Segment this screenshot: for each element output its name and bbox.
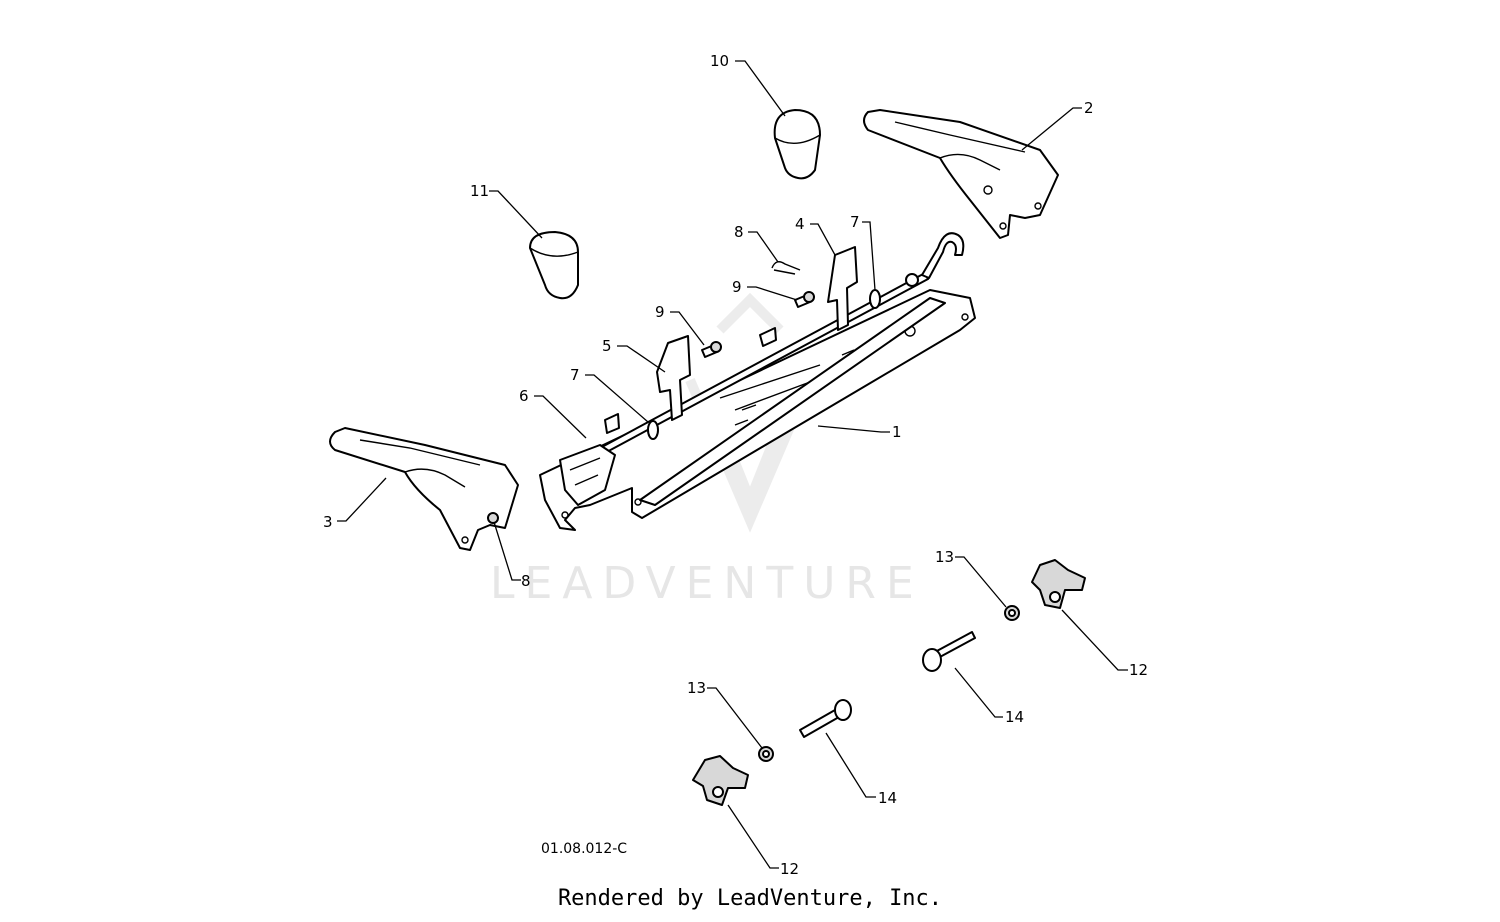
callout-8-lower: 8	[521, 572, 531, 590]
star-knob-upper	[1031, 559, 1086, 609]
handle-right	[863, 109, 1059, 239]
callout-12-upper: 12	[1129, 661, 1148, 679]
main-bracket	[539, 289, 976, 531]
lower-bracket	[656, 335, 691, 421]
watermark-text: LEADVENTURE	[490, 558, 924, 609]
callout-13-upper: 13	[935, 548, 954, 566]
star-knob-lower	[692, 755, 749, 806]
callout-5: 5	[602, 337, 612, 355]
diagram-code: 01.08.012-C	[541, 841, 628, 857]
callout-9-lower: 9	[655, 303, 665, 321]
upper-bracket	[827, 246, 858, 331]
bolt-upper	[794, 291, 815, 308]
handle-left	[329, 427, 519, 551]
knob-11	[529, 231, 579, 300]
callout-13-lower: 13	[687, 679, 706, 697]
carriage-bolt-lower	[799, 699, 852, 738]
callout-7-lower: 7	[570, 366, 580, 384]
callout-4: 4	[795, 215, 805, 233]
washer-upper	[869, 289, 881, 309]
callout-14-lower: 14	[878, 789, 897, 807]
callout-2: 2	[1084, 99, 1094, 117]
rod-tab	[759, 327, 777, 347]
callout-11: 11	[470, 182, 489, 200]
bolt-lower	[701, 341, 722, 358]
callout-14-upper: 14	[1005, 708, 1024, 726]
callout-1: 1	[892, 423, 902, 441]
callout-9-upper: 9	[732, 278, 742, 296]
callout-7-upper: 7	[850, 213, 860, 231]
callout-8-upper: 8	[734, 223, 744, 241]
hair-pin-clip	[771, 261, 801, 275]
callout-3: 3	[323, 513, 333, 531]
rod-tab-lower	[604, 413, 620, 434]
callout-10: 10	[710, 52, 729, 70]
callout-6: 6	[519, 387, 529, 405]
leader-lines	[337, 60, 1128, 869]
washer-lower	[647, 420, 659, 440]
callout-12-lower: 12	[780, 860, 799, 878]
carriage-bolt-upper	[922, 631, 976, 672]
render-credit: Rendered by LeadVenture, Inc.	[557, 886, 943, 911]
knob-10	[773, 109, 821, 180]
linkage-plate	[559, 444, 616, 506]
